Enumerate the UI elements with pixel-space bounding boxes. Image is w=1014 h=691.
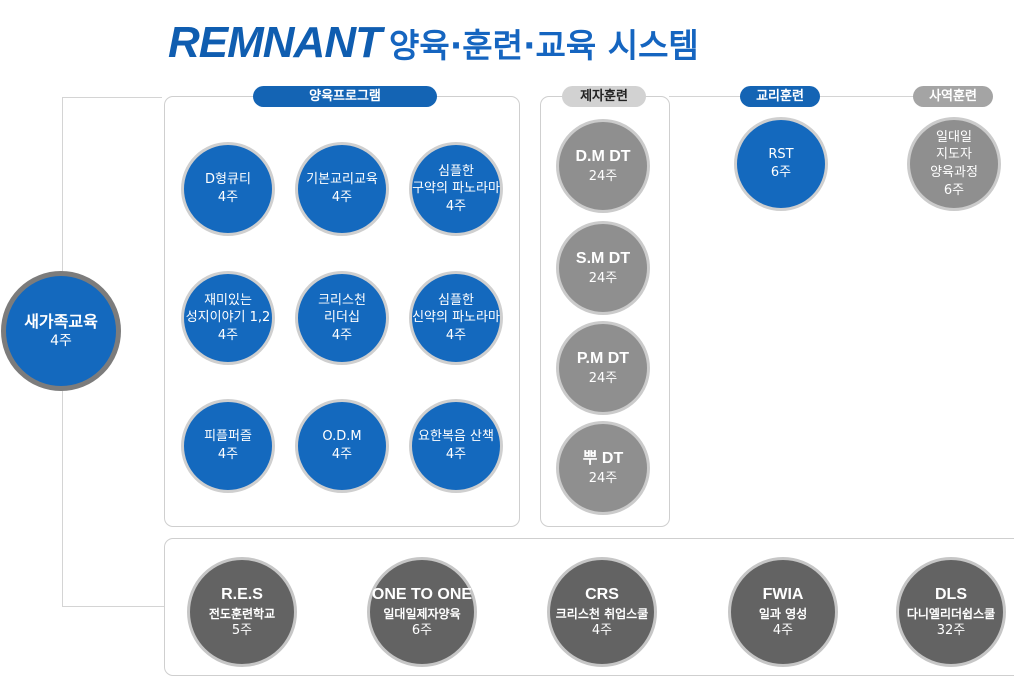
school-duration: 32주: [936, 623, 966, 639]
connector-right-1: [669, 96, 741, 97]
yangyuk-label: D형큐티: [205, 172, 251, 188]
jeja-title: D.M DT: [575, 148, 631, 166]
jeja-title: P.M DT: [576, 350, 630, 368]
yangyuk-label: 심플한: [438, 163, 474, 179]
jeja-circle: S.M DT 24주: [556, 221, 650, 315]
school-duration: 5주: [231, 623, 253, 639]
school-duration: 4주: [591, 623, 613, 639]
yangyuk-label: 크리스천: [318, 292, 366, 308]
yangyuk-label: 구약의 파노라마: [412, 181, 500, 197]
sayeok-label: 지도자: [936, 147, 972, 163]
yangyuk-duration: 4주: [445, 327, 467, 343]
sayeok-header: 사역훈련: [913, 86, 993, 107]
yangyuk-label: 심플한: [438, 292, 474, 308]
school-title: CRS: [585, 586, 619, 604]
yangyuk-label: 요한복음 산책: [418, 429, 494, 445]
school-circle: R.E.S 전도훈련학교 5주: [187, 557, 297, 667]
yangyuk-header: 양육프로그램: [253, 86, 437, 107]
yangyuk-label: 기본교리교육: [306, 172, 378, 188]
school-subtitle: 일과 영성: [758, 606, 808, 621]
yangyuk-circle: 요한복음 산책 4주: [409, 399, 503, 493]
yangyuk-circle: 피플퍼즐 4주: [181, 399, 275, 493]
jeja-duration: 24주: [588, 371, 618, 387]
yangyuk-duration: 4주: [217, 447, 239, 462]
school-title: ONE TO ONE: [371, 586, 473, 604]
school-circle: ONE TO ONE 일대일제자양육 6주: [367, 557, 477, 667]
yangyuk-duration: 4주: [445, 198, 467, 214]
yangyuk-label: 리더십: [324, 310, 360, 326]
school-title: R.E.S: [221, 586, 263, 604]
jeja-duration: 24주: [588, 271, 618, 287]
sayeok-duration: 6주: [943, 182, 965, 198]
school-duration: 4주: [772, 623, 794, 639]
school-circle: CRS 크리스천 취업스쿨 4주: [547, 557, 657, 667]
title-subtitle: 양육·훈련·교육 시스템: [388, 26, 699, 65]
jeja-circle: P.M DT 24주: [556, 321, 650, 415]
jeja-circle: D.M DT 24주: [556, 119, 650, 213]
yangyuk-label: O.D.M: [322, 429, 362, 445]
school-circle: FWIA 일과 영성 4주: [728, 557, 838, 667]
brand-name: REMNANT: [168, 18, 382, 67]
sayeok-label: 일대일: [936, 129, 972, 145]
yangyuk-label: 재미있는: [204, 292, 252, 308]
yangyuk-label: 신약의 파노라마: [412, 310, 500, 326]
jeja-circle: 뿌 DT 24주: [556, 421, 650, 515]
connector-right-2: [820, 96, 915, 97]
connector-top: [62, 97, 162, 98]
yangyuk-duration: 4주: [331, 447, 353, 462]
school-subtitle: 일대일제자양육: [383, 606, 461, 621]
sayeok-label: 양육과정: [930, 165, 978, 180]
jeja-title: S.M DT: [575, 250, 631, 268]
jeja-title: 뿌 DT: [582, 450, 624, 468]
school-subtitle: 다니엘리더쉽스쿨: [906, 606, 996, 621]
root-circle: 새가족교육 4주: [1, 271, 121, 391]
yangyuk-duration: 4주: [217, 327, 239, 343]
yangyuk-label: 성지이야기 1,2: [185, 310, 271, 326]
yangyuk-circle: 기본교리교육 4주: [295, 142, 389, 236]
yangyuk-duration: 4주: [445, 447, 467, 462]
connector-bottom: [62, 606, 164, 607]
yangyuk-duration: 4주: [331, 327, 353, 343]
school-duration: 6주: [411, 623, 433, 639]
gyori-circle: RST 6주: [734, 117, 828, 211]
jeja-header: 제자훈련: [562, 86, 646, 107]
gyori-header: 교리훈련: [740, 86, 820, 107]
root-duration: 4주: [50, 333, 72, 350]
gyori-duration: 6주: [770, 165, 792, 180]
school-subtitle: 크리스천 취업스쿨: [555, 606, 649, 621]
school-title: DLS: [935, 586, 967, 604]
gyori-title: RST: [768, 147, 794, 163]
yangyuk-circle: O.D.M 4주: [295, 399, 389, 493]
school-subtitle: 전도훈련학교: [208, 606, 276, 621]
yangyuk-duration: 4주: [331, 190, 353, 205]
yangyuk-circle: D형큐티 4주: [181, 142, 275, 236]
yangyuk-duration: 4주: [217, 190, 239, 205]
jeja-duration: 24주: [588, 471, 618, 487]
school-title: FWIA: [762, 586, 804, 604]
yangyuk-label: 피플퍼즐: [204, 429, 252, 445]
school-circle: DLS 다니엘리더쉽스쿨 32주: [896, 557, 1006, 667]
root-title: 새가족교육: [24, 311, 98, 331]
jeja-duration: 24주: [588, 169, 618, 185]
